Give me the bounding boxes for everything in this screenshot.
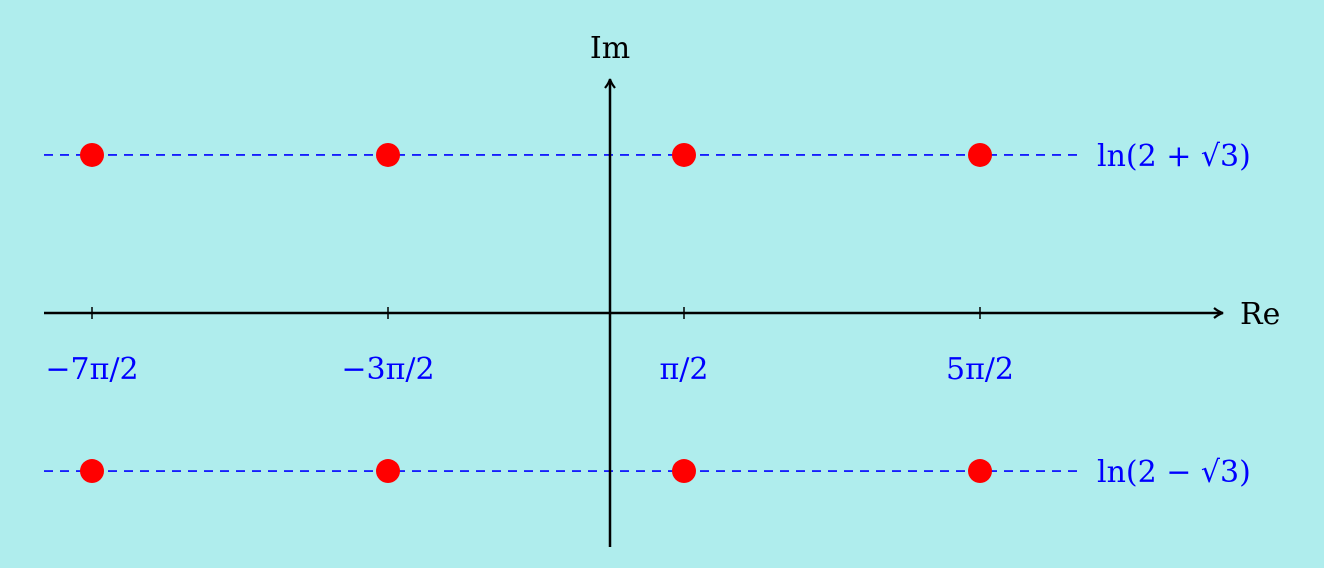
x-tick-label: −7π/2 xyxy=(45,352,138,387)
zero-point xyxy=(376,459,400,484)
x-tick-label: π/2 xyxy=(660,352,709,387)
zero-point xyxy=(968,459,992,484)
zero-point xyxy=(376,142,400,167)
line-label-0: ln(2 + √3) xyxy=(1097,139,1251,174)
zero-point xyxy=(80,142,104,167)
x-tick-label: −3π/2 xyxy=(341,352,434,387)
zero-point xyxy=(968,142,992,167)
real-axis-label: Re xyxy=(1240,297,1280,332)
zero-point xyxy=(672,459,696,484)
zero-point xyxy=(80,459,104,484)
line-label-1: ln(2 − √3) xyxy=(1097,455,1251,490)
imaginary-axis-label: Im xyxy=(590,31,630,66)
zero-point xyxy=(672,142,696,167)
x-tick-label: 5π/2 xyxy=(946,352,1014,387)
